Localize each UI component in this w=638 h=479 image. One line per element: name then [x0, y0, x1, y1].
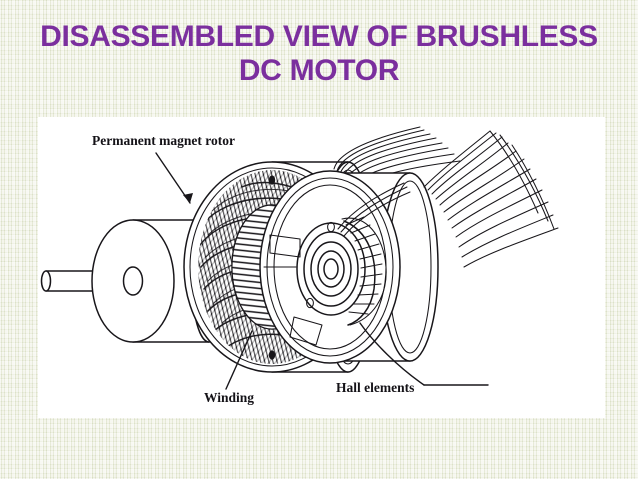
- title-line-2: DC MOTOR: [238, 54, 400, 87]
- callout-label-winding: Winding: [204, 390, 254, 405]
- page-title: DISASSEMBLED VIEW OF BRUSHLESS DC MOTOR: [0, 20, 638, 88]
- title-line-1: DISASSEMBLED VIEW OF BRUSHLESS: [40, 20, 598, 53]
- figure-panel: Permanent magnet rotor Winding Hall elem…: [38, 117, 605, 418]
- callout-label-permanent-magnet-rotor: Permanent magnet rotor: [92, 133, 235, 148]
- hall-element-hub: [296, 221, 366, 316]
- motor-diagram: Permanent magnet rotor Winding Hall elem…: [40, 126, 559, 405]
- hall-lead-wires: [423, 130, 559, 268]
- callout-label-hall-elements: Hall elements: [336, 380, 414, 395]
